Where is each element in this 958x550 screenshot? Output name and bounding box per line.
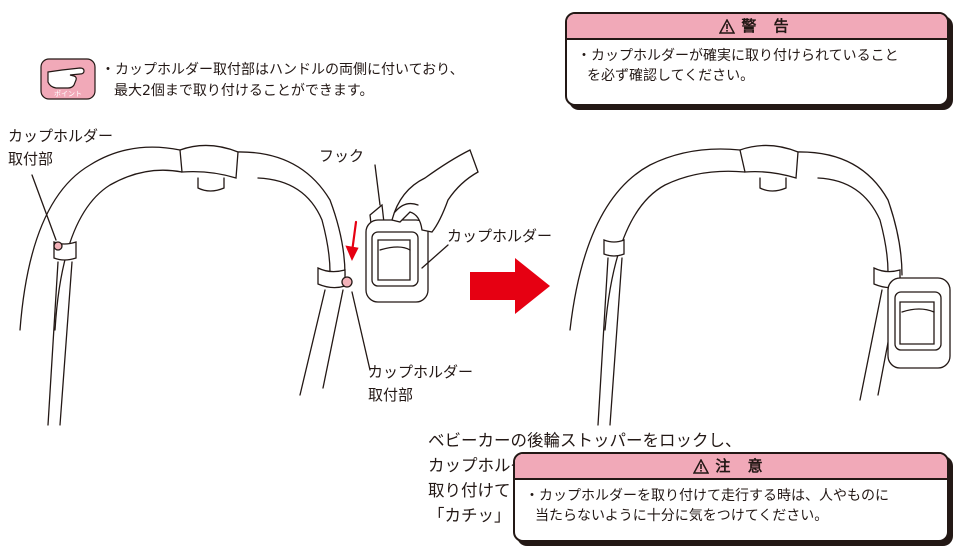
caution-line2: 当たらないように十分に気をつけてください。	[535, 508, 829, 524]
label-left-mount-line1: カップホルダー	[8, 127, 114, 145]
caution-line1: ・カップホルダーを取り付けて走行する時は、人やものに	[525, 488, 889, 504]
stroller-handle-right	[569, 144, 903, 426]
caution-box: 注 意 ・カップホルダーを取り付けて走行する時は、人やものに 当たらないように十…	[513, 452, 949, 542]
attach-arrow	[345, 220, 359, 261]
point-badge: ポイント	[40, 58, 96, 100]
label-bottom-mount-line2: 取付部	[368, 386, 414, 404]
warning-triangle-icon	[719, 19, 736, 34]
warning-box: 警 告 ・カップホルダーが確実に取り付けられていること を必ず確認してください。	[565, 12, 949, 106]
label-hook: フック	[319, 147, 365, 165]
point-note-line1: ・カップホルダー取付部はハンドルの両側に付いており、	[101, 62, 464, 78]
instruction-line1: ベビーカーの後輪ストッパーをロックし、	[428, 431, 742, 450]
warning-title: 警 告	[741, 17, 795, 35]
label-bottom-mount-line1: カップホルダー	[368, 363, 474, 381]
point-note: ・カップホルダー取付部はハンドルの両側に付いており、 最大2個まで取り付けること…	[101, 60, 541, 102]
warning-line1: ・カップホルダーが確実に取り付けられていること	[577, 48, 899, 64]
warning-triangle-icon	[693, 459, 710, 474]
caution-body: ・カップホルダーを取り付けて走行する時は、人やものに 当たらないように十分に気を…	[515, 480, 947, 534]
transition-arrow	[470, 258, 550, 314]
caution-title: 注 意	[715, 457, 769, 475]
label-cup-holder: カップホルダー	[447, 227, 553, 245]
point-badge-label: ポイント	[54, 90, 82, 98]
label-left-mount: カップホルダー 取付部	[8, 125, 113, 171]
mount-point-right	[341, 276, 353, 288]
cup-holder-attached	[887, 277, 951, 369]
point-note-line2: 最大2個まで取り付けることができます。	[114, 83, 374, 99]
label-bottom-mount: カップホルダー 取付部	[368, 361, 473, 407]
pointing-hand-icon	[47, 67, 85, 89]
warning-header: 警 告	[567, 14, 947, 40]
warning-body: ・カップホルダーが確実に取り付けられていること を必ず確認してください。	[567, 40, 947, 94]
cup-holder-attaching	[365, 149, 479, 303]
mount-point-left	[53, 241, 63, 251]
stroller-handle-left	[19, 144, 346, 426]
caution-header: 注 意	[515, 454, 947, 480]
label-left-mount-line2: 取付部	[8, 150, 54, 168]
stroller-illustration	[19, 144, 951, 426]
warning-line2: を必ず確認してください。	[587, 68, 755, 84]
